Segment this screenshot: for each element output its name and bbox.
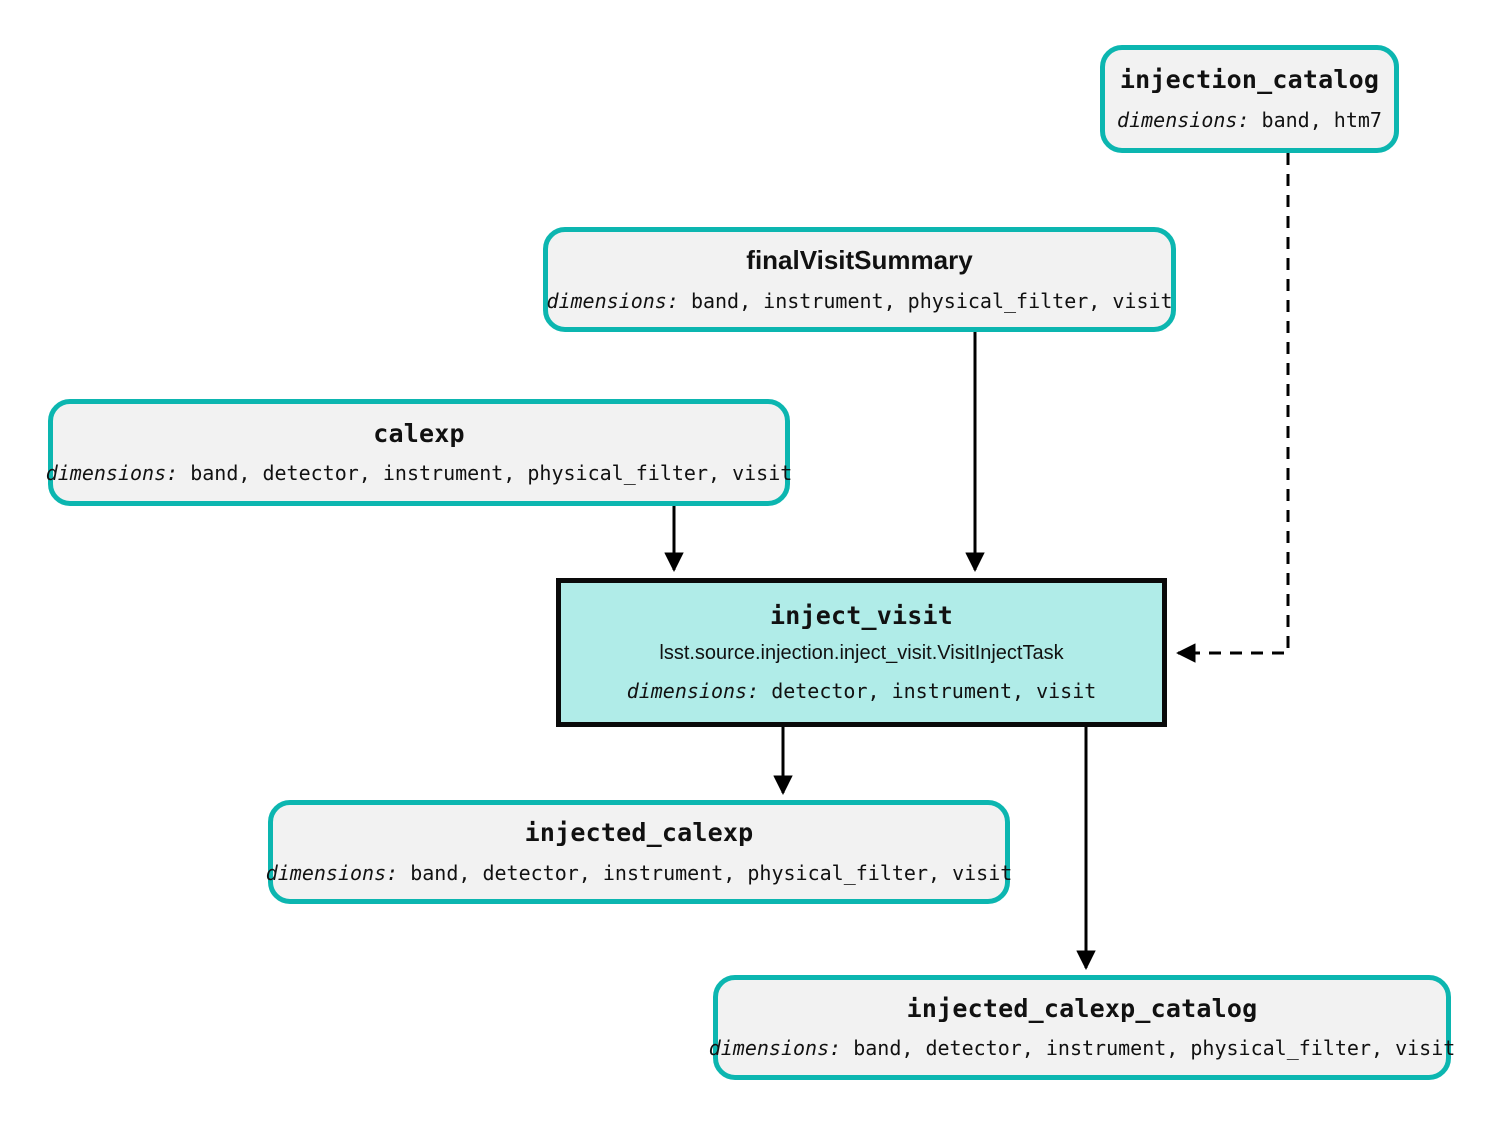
dimensions-label: dimensions:: [546, 288, 679, 313]
dimensions-label: dimensions:: [626, 679, 760, 704]
edge-injection_catalog-to-inject_visit: [1176, 153, 1290, 663]
dimensions-label: dimensions:: [708, 1036, 842, 1061]
node-injected-calexp-catalog[interactable]: injected_calexp_catalog dimensions: band…: [709, 975, 1455, 1080]
node-title: finalVisitSummary: [746, 245, 973, 276]
node-title: injected_calexp: [524, 818, 754, 848]
dimensions-label: dimensions:: [45, 461, 179, 486]
node-title: calexp: [373, 418, 465, 448]
node-dimensions: dimensions: band, detector, instrument, …: [46, 461, 793, 485]
node-dimensions: dimensions: band, htm7: [1117, 108, 1382, 132]
dimensions-value: band, detector, instrument, physical_fil…: [410, 860, 1013, 885]
dimensions-value: detector, instrument, visit: [771, 679, 1097, 704]
dimensions-value: band, detector, instrument, physical_fil…: [190, 461, 793, 486]
dimensions-label: dimensions:: [265, 860, 399, 885]
node-title: injected_calexp_catalog: [906, 993, 1258, 1023]
task-class-label: lsst.source.injection.inject_visit.Visit…: [659, 642, 1064, 665]
dimensions-value: band, detector, instrument, physical_fil…: [853, 1036, 1456, 1061]
node-title: injection_catalog: [1119, 65, 1380, 95]
node-dimensions: dimensions: band, detector, instrument, …: [709, 1036, 1456, 1060]
dimensions-value: band, htm7: [1261, 107, 1382, 132]
node-dimensions: dimensions: band, instrument, physical_f…: [546, 289, 1172, 313]
node-injection-catalog[interactable]: injection_catalog dimensions: band, htm7: [1100, 45, 1399, 153]
node-inject-visit-task[interactable]: inject_visit lsst.source.injection.injec…: [556, 578, 1167, 727]
node-injected-calexp[interactable]: injected_calexp dimensions: band, detect…: [266, 800, 1013, 904]
node-dimensions: dimensions: detector, instrument, visit: [627, 679, 1097, 703]
node-final-visit-summary[interactable]: finalVisitSummary dimensions: band, inst…: [543, 227, 1176, 332]
dimensions-value: band, instrument, physical_filter, visit: [690, 288, 1173, 313]
node-title: inject_visit: [769, 600, 953, 630]
dimensions-label: dimensions:: [1117, 107, 1250, 132]
node-dimensions: dimensions: band, detector, instrument, …: [266, 861, 1013, 885]
node-calexp[interactable]: calexp dimensions: band, detector, instr…: [46, 399, 793, 506]
